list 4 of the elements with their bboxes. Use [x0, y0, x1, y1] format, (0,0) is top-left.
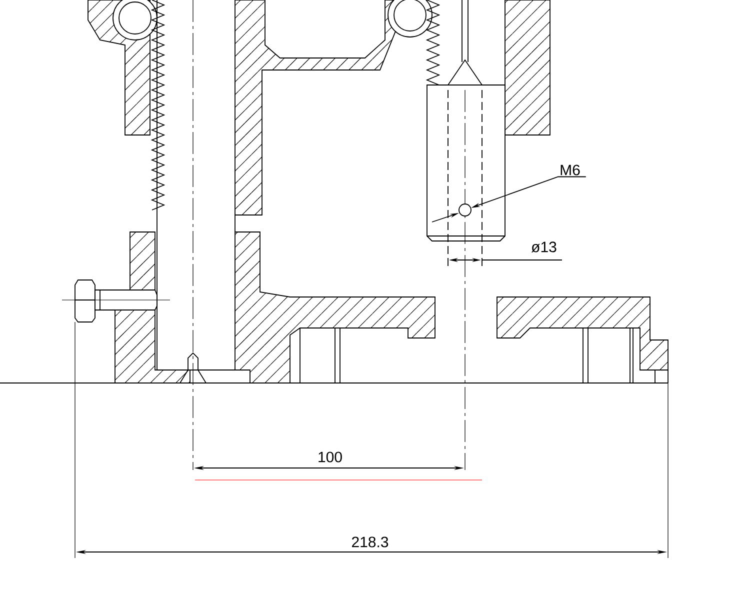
- dimension-text: 218.3: [352, 536, 388, 548]
- dimension-text: 100: [318, 452, 342, 462]
- dimension-text: ø13: [531, 242, 556, 252]
- label-text: M6: [560, 164, 580, 176]
